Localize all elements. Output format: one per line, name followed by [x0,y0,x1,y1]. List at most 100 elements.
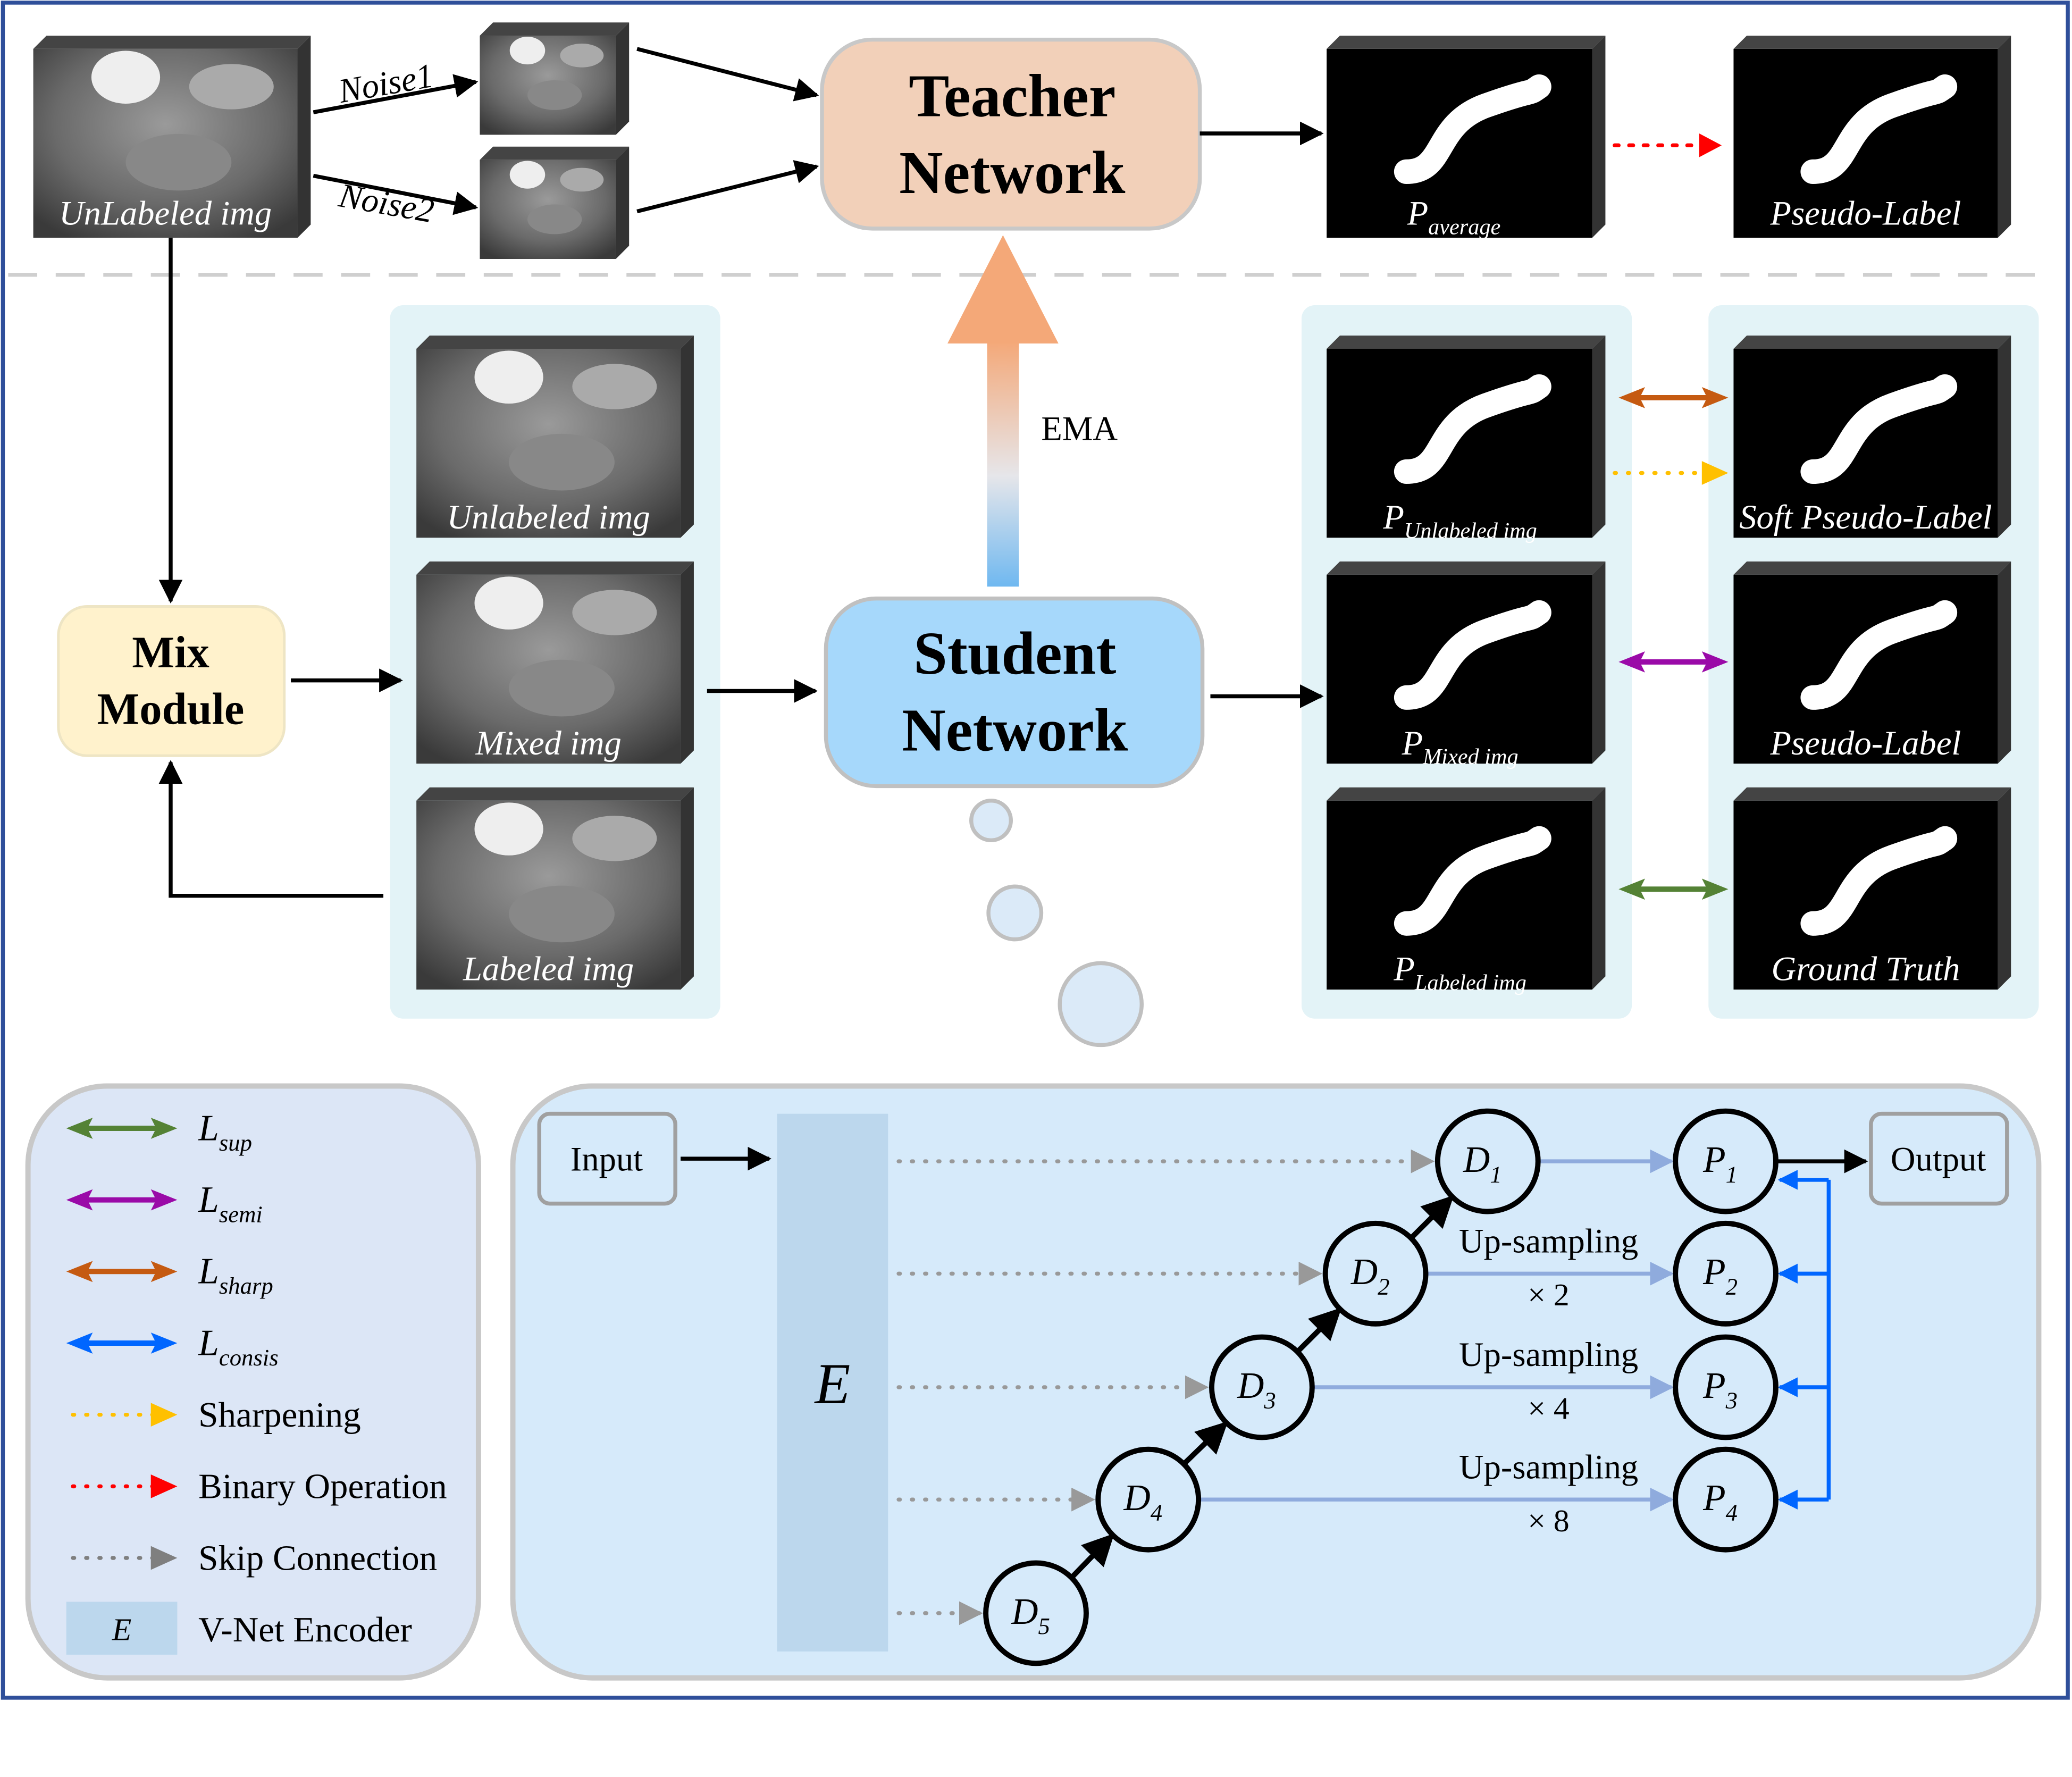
decoder-label-1: D1 [1463,1139,1502,1187]
output-node: Output [1869,1111,2009,1206]
upsampling-label-1: Up-sampling [1459,1222,1638,1260]
legend-label-1: Lsemi [198,1179,263,1227]
decoder-upflow-1 [1408,1195,1454,1240]
prediction-image-0 [1327,336,1606,538]
prediction-label-2: PLabeled img [1393,950,1526,995]
prediction-node-label-3: P3 [1702,1365,1738,1413]
semi-loss-arrow [1618,651,1729,673]
input-node: Input [537,1111,677,1206]
svg-text:Teacher: Teacher [909,62,1115,130]
decoder-node-2 [1322,1220,1429,1327]
arrow-noise2 [313,173,479,215]
noise2-image [480,146,630,259]
legend-encoder-swatch [66,1602,178,1655]
svg-text:Student: Student [913,619,1116,687]
decoder-node-3 [1209,1334,1315,1440]
legend-label-0: Lsup [198,1108,252,1155]
arrow-labeled-to-mix [158,760,384,898]
ema-label: EMA [1041,409,1118,447]
input-image-1 [416,561,694,764]
input-image-2 [416,787,694,990]
decoder-node-1 [1435,1108,1541,1214]
legend-arrow-4 [71,1403,178,1427]
prediction-node-1 [1673,1108,1779,1214]
decoder-label-2: D2 [1350,1252,1390,1300]
legend-label-3: Lconsis [198,1322,278,1370]
prediction-label-0: PUnlabeled img [1382,498,1537,543]
target-label-2: Ground Truth [1772,950,1960,988]
prediction-image-2 [1327,787,1606,990]
prediction-node-label-1: P1 [1702,1139,1738,1187]
pseudo-label-image [1733,36,2011,238]
input-label-1: Mixed img [475,724,621,762]
svg-text:Mix: Mix [132,628,209,677]
decoder-upflow-2 [1295,1307,1342,1354]
decoder-label-4: D4 [1123,1478,1162,1525]
sharpening-arrow [1613,461,1729,485]
target-image-1 [1733,561,2011,764]
decoder-node-4 [1095,1446,1202,1553]
input-image-0 [416,336,694,538]
arrow-noise1 [313,74,479,114]
decoder-upflow-4 [1069,1533,1114,1580]
ema-arrow [947,235,1059,587]
legend-label-2: Lsharp [198,1251,273,1299]
svg-text:Output: Output [1891,1139,1986,1178]
upsampling-label-3: Up-sampling [1459,1447,1638,1486]
legend-label-7: V-Net Encoder [198,1610,412,1649]
arrow-to-teacher-2 [636,160,819,214]
input-label-0: Unlabeled img [447,498,650,536]
legend-label-6: Skip Connection [198,1538,437,1578]
prediction-label-1: PMixed img [1402,724,1519,769]
svg-text:Module: Module [97,685,245,734]
target-label-1: Pseudo-Label [1770,724,1961,762]
sup-loss-arrow [1618,878,1729,900]
legend-label-5: Binary Operation [198,1466,447,1506]
legend-label-4: Sharpening [198,1395,361,1435]
sharp-loss-arrow [1618,387,1729,408]
outer-frame [1,1,2070,1700]
pseudo-label-label: Pseudo-Label [1770,194,1961,232]
decoder-upflow-3 [1181,1421,1228,1466]
student-network: Student Network [824,596,1205,789]
p-average-label: Paverage [1407,194,1500,239]
unlabeled-input-image [33,36,311,238]
prediction-node-4 [1673,1446,1779,1553]
target-image-2 [1733,787,2011,990]
unlabeled-input-label: UnLabeled img [59,194,272,232]
prediction-image-1 [1327,561,1606,764]
thought-bubbles [969,799,1144,1047]
target-image-0 [1733,336,2011,538]
legend-arrow-1 [66,1189,178,1211]
arrow-to-teacher-1 [636,47,819,102]
noise1-label: Noise1 [335,56,436,110]
upsampling-factor-1: × 2 [1528,1277,1569,1312]
binary-operation-arrow [1613,133,1722,157]
prediction-node-label-4: P4 [1702,1478,1738,1525]
prediction-node-2 [1673,1220,1779,1327]
prediction-node-3 [1673,1334,1779,1440]
svg-text:Network: Network [899,139,1126,206]
legend-arrow-2 [66,1261,178,1283]
p-average-image [1327,36,1606,238]
legend-swatch-label: E [112,1612,131,1647]
prediction-node-label-2: P2 [1702,1252,1738,1300]
teacher-network: Teacher Network [820,37,1202,231]
upsampling-label-2: Up-sampling [1459,1335,1638,1373]
legend-arrow-3 [66,1332,178,1354]
upsampling-factor-3: × 8 [1528,1503,1569,1538]
input-label-2: Labeled img [463,950,634,988]
svg-text:E: E [813,1352,850,1416]
noise1-image [480,22,630,135]
decoder-label-5: D5 [1011,1591,1050,1639]
upsampling-factor-2: × 4 [1528,1391,1569,1426]
target-label-0: Soft Pseudo-Label [1739,498,1992,536]
decoder-label-3: D3 [1237,1365,1276,1413]
svg-text:Input: Input [571,1139,643,1178]
decoder-node-5 [983,1560,1089,1666]
legend-box [25,1083,481,1681]
svg-text:Network: Network [902,696,1128,764]
legend-arrow-5 [71,1474,178,1498]
mix-module: Mix Module [57,605,286,757]
